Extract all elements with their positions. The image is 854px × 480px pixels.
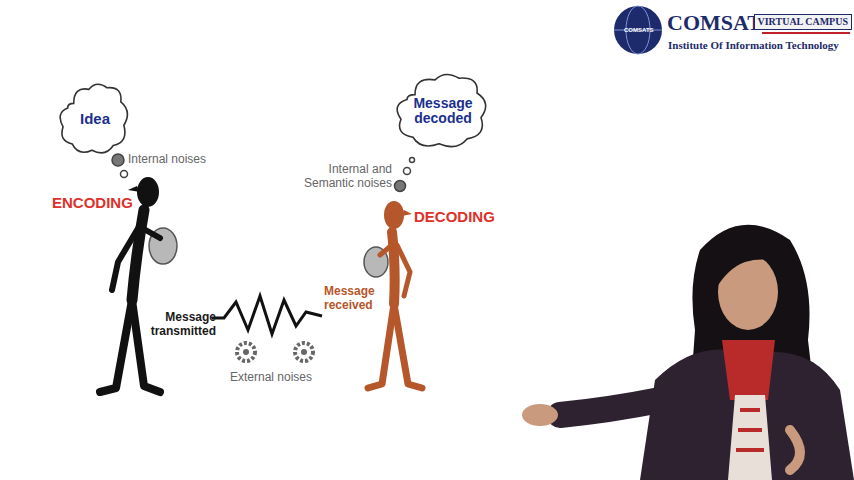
- thought-dot: [404, 168, 411, 175]
- channel-zigzag: [212, 296, 322, 334]
- cloud-text: Message decoded: [408, 96, 478, 127]
- channel-label: Message transmitted: [150, 311, 216, 339]
- thought-cloud-node: Idea: [57, 80, 133, 158]
- thought-dot: [395, 181, 406, 192]
- logo-subtitle: Institute Of Information Technology: [668, 39, 839, 52]
- logo-badge: VIRTUAL CAMPUS: [754, 14, 853, 30]
- logo-mark-text: COMSATS: [624, 27, 654, 34]
- process-label: ENCODING: [52, 194, 133, 211]
- thought-dot: [112, 154, 124, 166]
- process-label: DECODING: [414, 208, 495, 225]
- thought-dot: [410, 158, 415, 163]
- thought-cloud-node: Message decoded: [393, 70, 493, 152]
- cloud-text: Idea: [80, 111, 110, 128]
- channel-label: Message received: [324, 285, 388, 313]
- presenter: [522, 225, 854, 480]
- noise-gear: [237, 343, 313, 361]
- thought-dot: [121, 171, 128, 178]
- logo-rule: [762, 32, 850, 34]
- logo-globe: [614, 6, 662, 54]
- noise-label: External noises: [230, 371, 312, 385]
- noise-label: Internal and Semantic noises: [288, 163, 392, 191]
- noise-label: Internal noises: [128, 153, 206, 167]
